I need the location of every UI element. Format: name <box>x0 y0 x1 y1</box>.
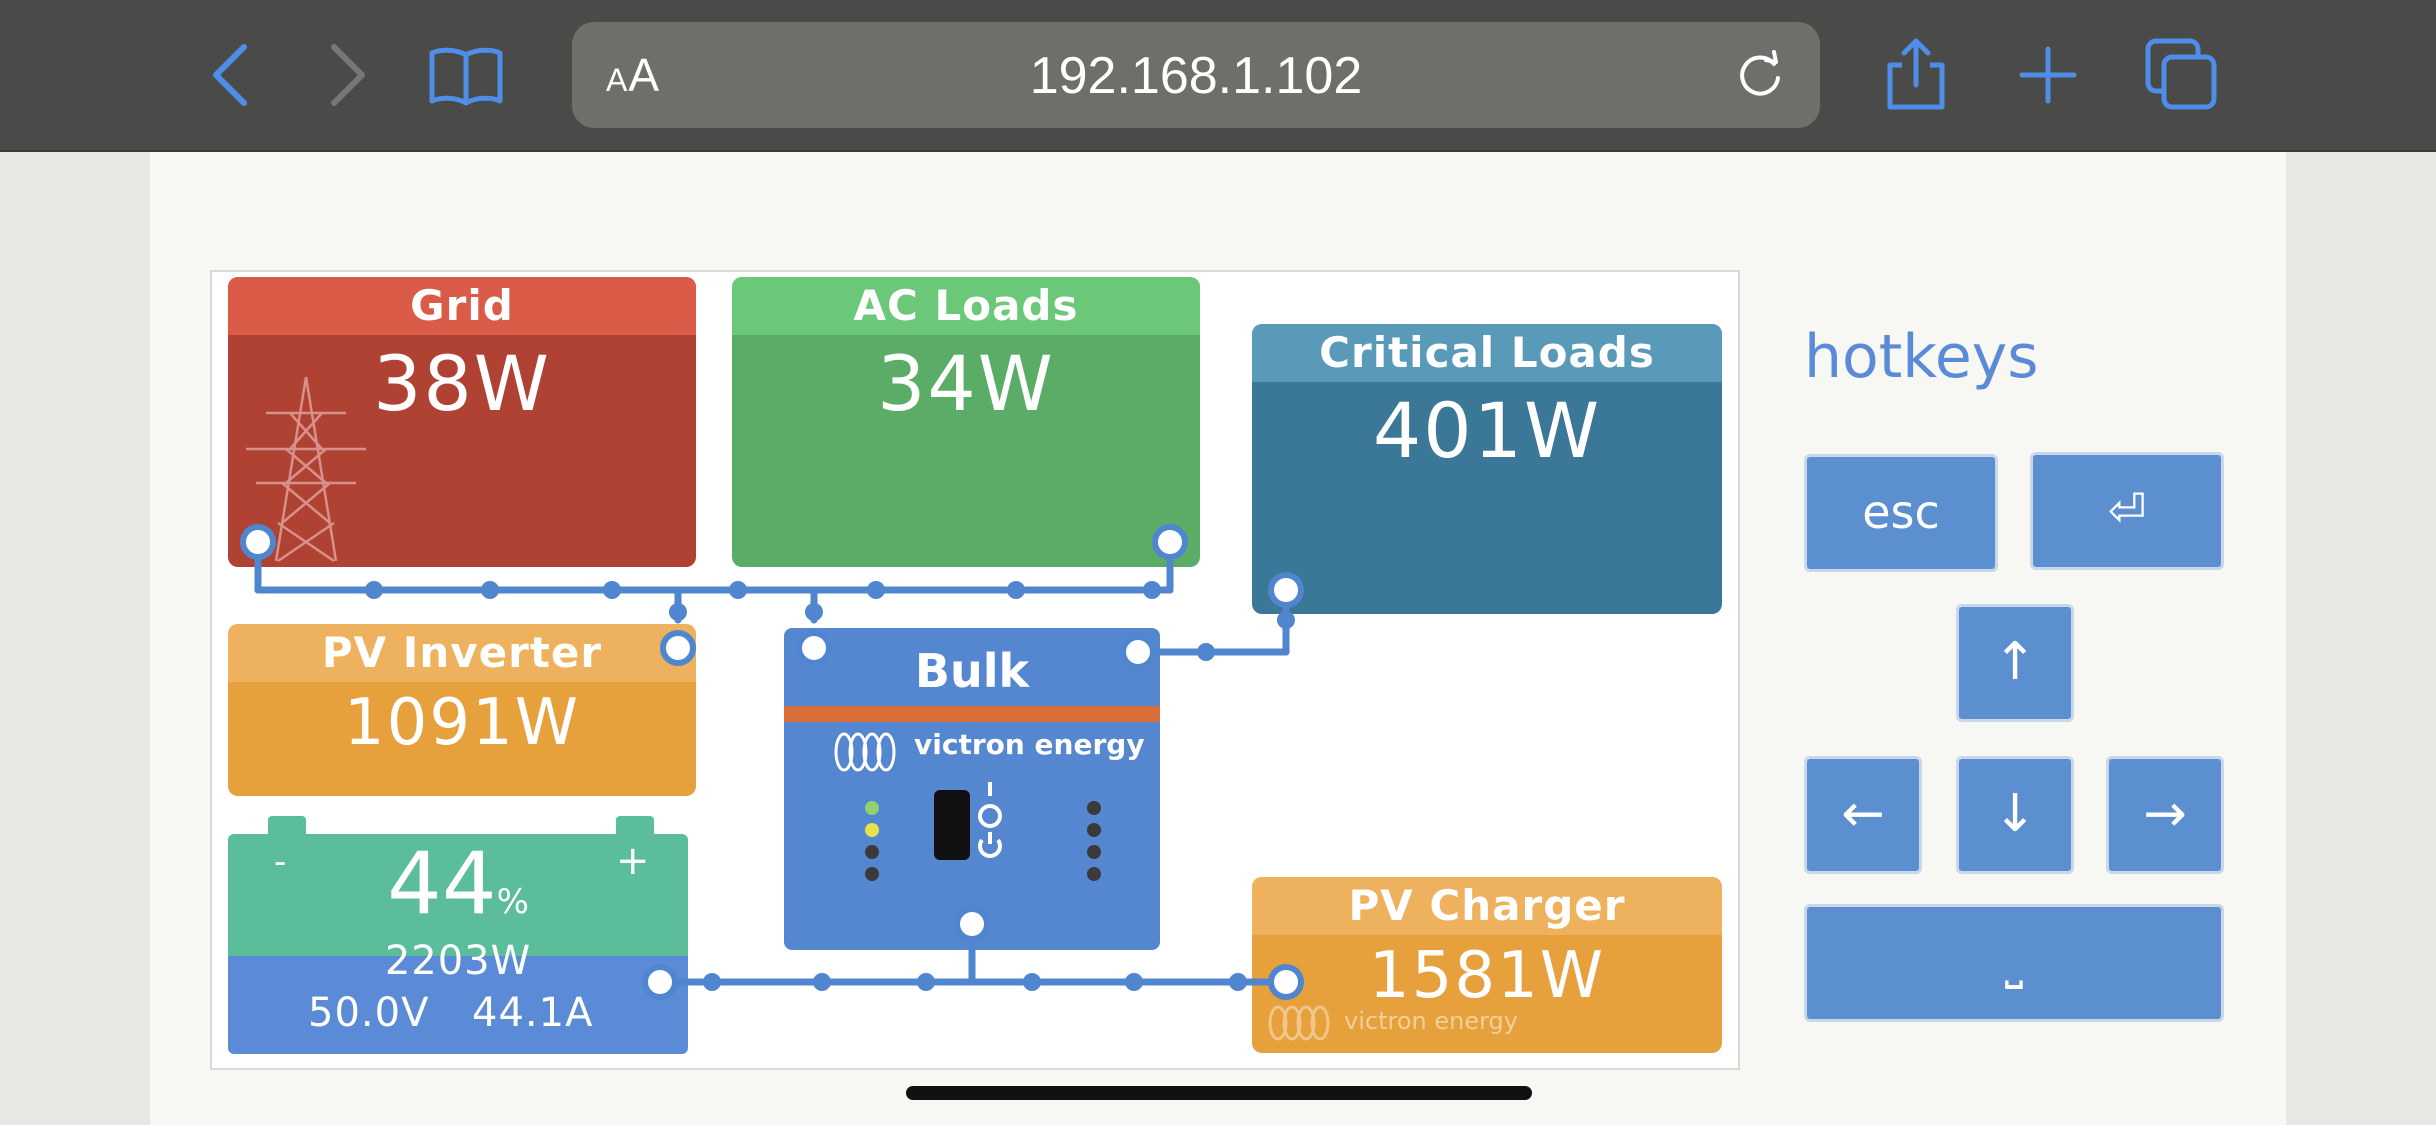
back-icon[interactable] <box>192 35 272 115</box>
share-icon[interactable] <box>1876 35 1956 115</box>
ac-loads-tile[interactable]: AC Loads 34W <box>732 277 1200 567</box>
space-key[interactable]: ⎵ <box>1804 904 2224 1022</box>
pv-inverter-title: PV Inverter <box>228 624 696 682</box>
connection-wires <box>240 524 1304 1000</box>
url-text: 192.168.1.102 <box>1029 47 1363 105</box>
battery-minus-label: - <box>274 842 287 882</box>
address-bar[interactable]: AA 192.168.1.102 <box>572 22 1820 128</box>
battery-soc-unit: % <box>496 882 529 922</box>
battery-tile[interactable]: - + 44% 2203W 50.0V 44.1A <box>228 834 688 1054</box>
web-page: Grid 38W AC Loads 34W Critical Loads 40 <box>150 152 2286 1125</box>
victron-logo-icon <box>1268 1005 1330 1041</box>
tabs-icon[interactable] <box>2142 35 2222 115</box>
grid-power: 38W <box>373 339 551 428</box>
bookmarks-icon[interactable] <box>426 35 506 115</box>
battery-soc: 44% <box>228 834 688 934</box>
pv-charger-title: PV Charger <box>1252 877 1722 935</box>
battery-current: 44.1A <box>472 990 594 1036</box>
grid-title: Grid <box>228 277 696 335</box>
inverter-brand: victron energy <box>914 728 1145 761</box>
hotkeys-title: hotkeys <box>1804 322 2039 392</box>
battery-terminal-positive <box>616 816 654 834</box>
pv-inverter-tile[interactable]: PV Inverter 1091W <box>228 624 696 796</box>
text-size-button[interactable]: AA <box>606 49 661 101</box>
inverter-state: Bulk <box>914 644 1030 698</box>
battery-empty-area <box>228 956 688 1054</box>
esc-key[interactable]: esc <box>1804 454 1998 572</box>
new-tab-icon[interactable] <box>2008 35 2088 115</box>
battery-power: 2203W <box>384 938 532 984</box>
arrow-down-key[interactable]: ↓ <box>1956 756 2074 874</box>
pv-charger-tile[interactable]: PV Charger 1581W victron energy <box>1252 877 1722 1053</box>
ac-loads-power: 34W <box>877 339 1055 428</box>
inverter-stripe <box>784 706 1160 722</box>
enter-key[interactable]: ⏎ <box>2030 452 2224 570</box>
ac-loads-title: AC Loads <box>732 277 1200 335</box>
browser-toolbar: AA 192.168.1.102 <box>0 0 2436 152</box>
battery-terminal-negative <box>268 816 306 834</box>
power-tower-icon <box>246 376 366 563</box>
inverter-charger-tile[interactable]: Bulk victron energy <box>784 628 1160 950</box>
inverter-control-panel <box>865 782 1101 881</box>
arrow-right-key[interactable]: → <box>2106 756 2224 874</box>
grid-tile[interactable]: Grid 38W <box>228 277 696 567</box>
battery-soc-value: 44 <box>387 834 497 934</box>
pv-inverter-power: 1091W <box>343 686 581 760</box>
reload-icon[interactable] <box>1730 46 1790 106</box>
home-indicator[interactable] <box>906 1086 1532 1100</box>
arrow-left-key[interactable]: ← <box>1804 756 1922 874</box>
battery-plus-label: + <box>616 838 650 884</box>
pv-charger-brand: victron energy <box>1344 1007 1518 1035</box>
critical-loads-title: Critical Loads <box>1252 324 1722 382</box>
pv-charger-power: 1581W <box>1368 939 1606 1013</box>
critical-loads-power: 401W <box>1372 386 1602 475</box>
forward-icon[interactable] <box>306 35 386 115</box>
battery-charged-area <box>228 834 688 956</box>
arrow-up-key[interactable]: ↑ <box>1956 604 2074 722</box>
critical-loads-tile[interactable]: Critical Loads 401W <box>1252 324 1722 614</box>
battery-voltage: 50.0V <box>308 990 430 1036</box>
victron-logo-icon <box>834 732 896 772</box>
system-overview-panel: Grid 38W AC Loads 34W Critical Loads 40 <box>210 270 1740 1070</box>
